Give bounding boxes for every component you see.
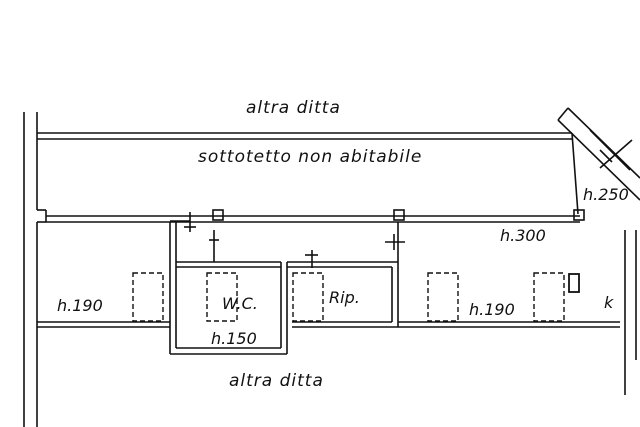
roof-window-outlines <box>132 272 565 322</box>
height-300-label: h.300 <box>500 226 546 245</box>
height-190-left-label: h.190 <box>57 296 103 315</box>
wc-label: W.C. <box>222 294 258 313</box>
eave-line <box>46 209 585 232</box>
roof-diagonal <box>557 107 640 201</box>
wc-room-walls <box>169 222 288 355</box>
fixture-marker <box>568 273 580 293</box>
height-190-right-label: h.190 <box>469 300 515 319</box>
left-exterior-wall <box>23 112 47 427</box>
main-room-bottom-wall <box>37 321 620 328</box>
attic-label: sottotetto non abitabile <box>198 147 423 167</box>
storage-room-walls <box>287 222 405 328</box>
height-150-label: h.150 <box>211 329 257 348</box>
right-exterior-wall <box>624 230 637 395</box>
top-neighbor-label: altra ditta <box>246 98 341 118</box>
bottom-neighbor-label: altra ditta <box>229 371 324 391</box>
storage-label: Rip. <box>329 288 360 307</box>
height-250-label: h.250 <box>583 185 629 204</box>
k-label: k <box>604 293 614 312</box>
attic-outline <box>37 132 579 215</box>
